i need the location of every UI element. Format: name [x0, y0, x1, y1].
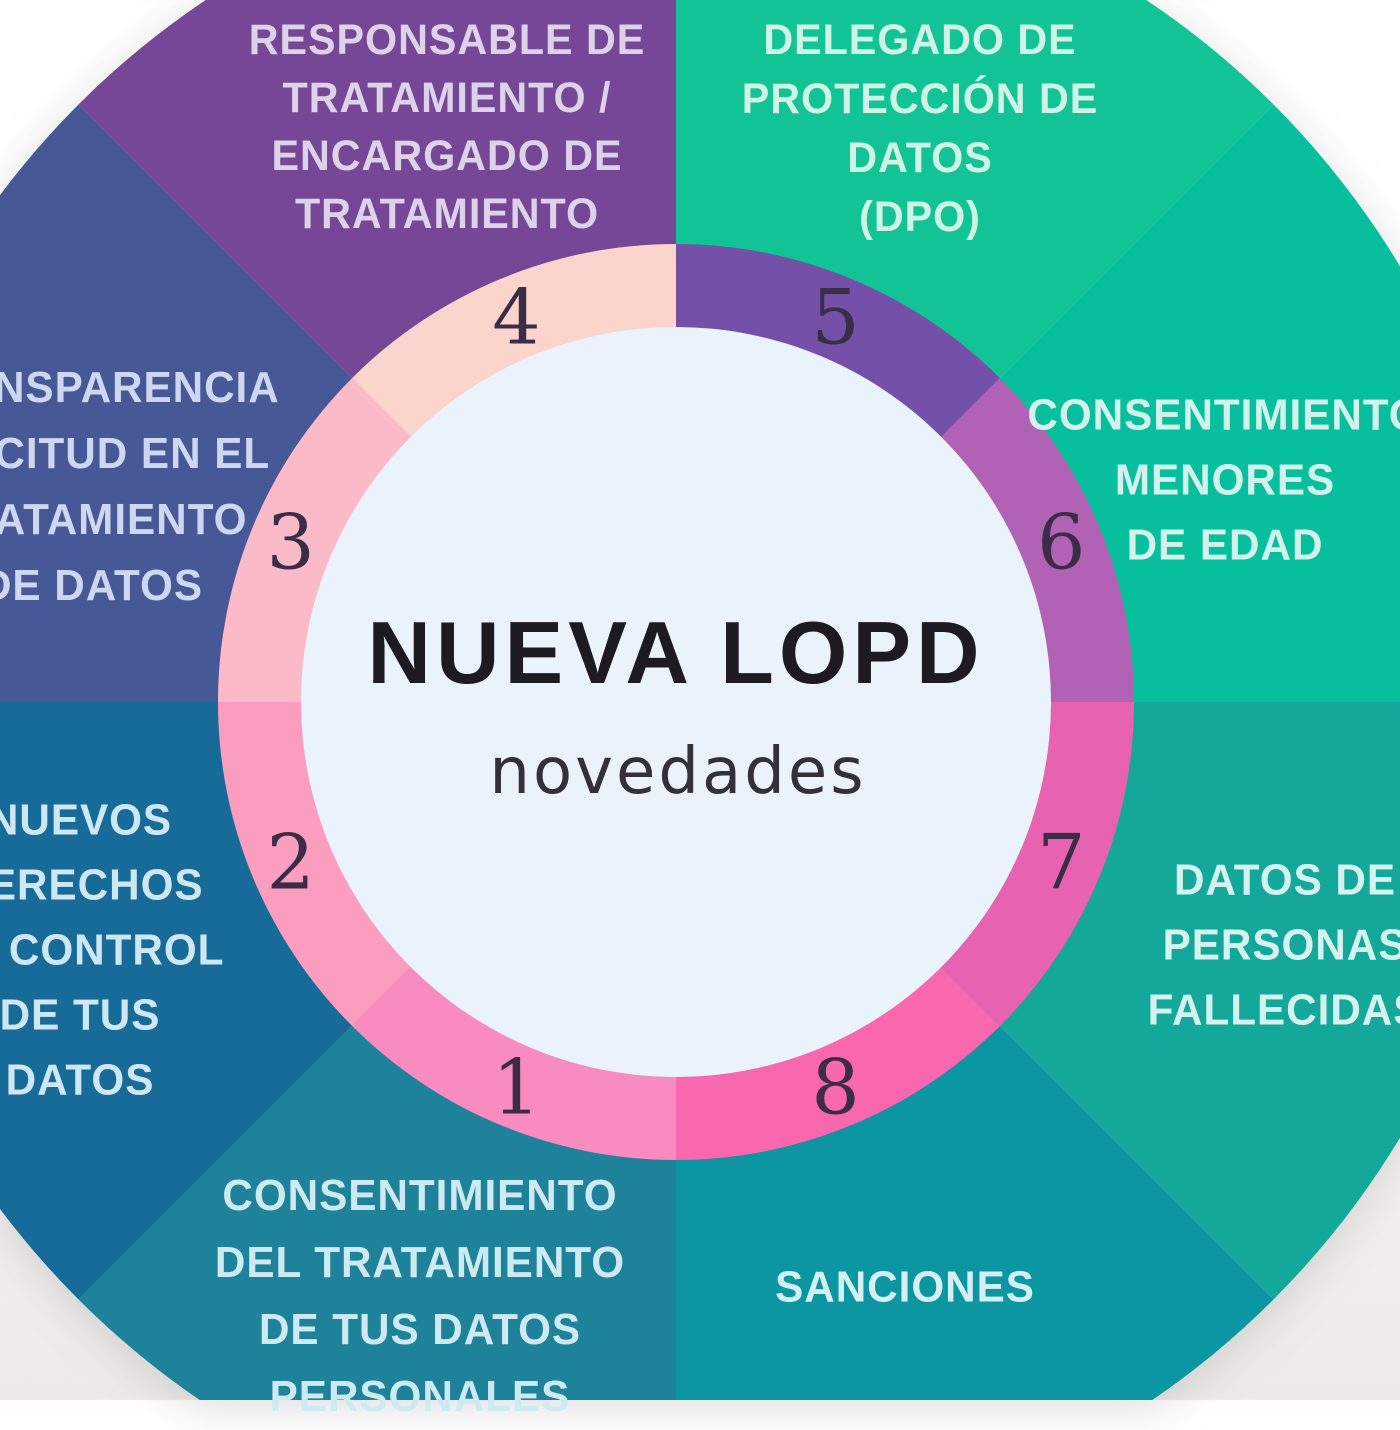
segment-label-line: FALLECIDAS — [1147, 985, 1400, 1035]
segment-label-line: PERSONAS — [1162, 920, 1400, 970]
segment-label-line: DE EDAD — [1126, 520, 1324, 570]
ring-number-1: 1 — [492, 1042, 541, 1132]
segment-label-line: (DPO) — [859, 193, 981, 241]
segment-label-line: TRANSPARENCIA — [0, 363, 280, 412]
segment-label-line: SANCIONES — [775, 1262, 1035, 1312]
segment-label-line: ENCARGADO DE — [271, 132, 623, 180]
segment-label-line: DE TUS DATOS — [258, 1305, 582, 1354]
segment-label-3: TRANSPARENCIA Y LICITUD EN EL TRATAMIENTO D… — [0, 355, 280, 619]
segment-label-line: Y LICITUD EN EL — [0, 429, 271, 478]
wheel-diagram — [0, 0, 1400, 1400]
segment-label-7: DATOS DE PERSONAS FALLECIDAS — [1148, 848, 1400, 1043]
segment-label-line: NUEVOS — [0, 795, 173, 845]
segment-label-line: TRATAMIENTO — [0, 495, 248, 544]
segment-label-line: DEL TRATAMIENTO — [214, 1238, 626, 1287]
segment-label-line: DATOS DE — [1173, 855, 1397, 905]
center-circle — [301, 327, 1051, 1077]
segment-label-line: DE DATOS — [0, 561, 204, 610]
center-title: NUEVA LOPD — [367, 603, 985, 702]
ring-number-7: 7 — [1037, 817, 1086, 907]
segment-label-line: CONSENTIMIENTO — [1027, 390, 1400, 440]
segment-label-line: PROTECCIÓN DE — [741, 75, 1099, 123]
ring-number-4: 4 — [492, 272, 541, 362]
segment-label-line: DATOS — [847, 134, 993, 182]
center-subtitle: novedades — [489, 735, 867, 809]
segment-label-line: CONSENTIMIENTO — [222, 1171, 618, 1220]
ring-number-6: 6 — [1037, 497, 1086, 587]
ring-number-3: 3 — [266, 497, 315, 587]
segment-label-line: DATOS — [5, 1055, 155, 1105]
ring-number-2: 2 — [266, 817, 315, 907]
segment-label-line: RESPONSABLE DE — [248, 16, 646, 64]
segment-label-line: TRATAMIENTO — [294, 190, 600, 238]
segment-label-line: DELEGADO DE — [763, 16, 1077, 64]
ring-number-5: 5 — [811, 272, 860, 362]
segment-label-line: DERECHOS — [0, 860, 204, 910]
segment-label-line: TRATAMIENTO / — [282, 74, 612, 122]
segment-label-line: MENORES — [1114, 455, 1336, 505]
segment-label-2: NUEVOS DERECHOS DE CONTROL DE TUS DATOS — [0, 788, 224, 1113]
segment-label-line: DE CONTROL — [0, 925, 225, 975]
segment-label-8: SANCIONES — [775, 1255, 1035, 1320]
segment-label-line: PERSONALES — [269, 1372, 571, 1421]
segment-label-line: DE TUS — [0, 990, 161, 1040]
segment-label-1: CONSENTIMIENTO DEL TRATAMIENTO DE TUS DATO… — [215, 1162, 625, 1430]
segment-label-4: RESPONSABLE DE TRATAMIENTO / ENCARGADO DE T… — [249, 11, 645, 243]
segment-label-6: CONSENTIMIENTO MENORES DE EDAD — [1027, 383, 1400, 578]
segment-label-5: DELEGADO DE PROTECCIÓN DE DATOS (DPO) — [742, 11, 1099, 247]
ring-number-8: 8 — [811, 1042, 860, 1132]
